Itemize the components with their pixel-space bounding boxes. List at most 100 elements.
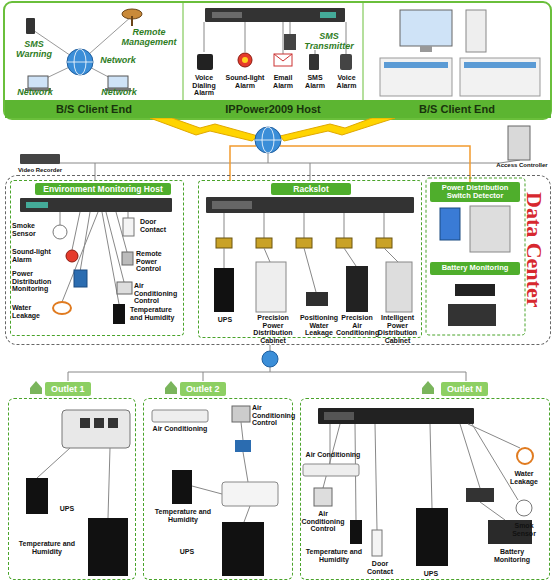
host-device [320,12,336,18]
caption-text: Access Controller [494,162,550,169]
phone-icon [26,18,35,34]
cabinet-icon [470,206,510,252]
caption-text: Air Conditioning [300,451,366,459]
device-caption: Remote Power Control [136,250,182,273]
caption-text: Network [10,88,60,98]
band-label: B/S Client End [363,100,551,118]
wire [480,502,505,520]
wire [384,213,385,238]
wire [264,213,265,238]
host-device [26,202,48,208]
module-icon [466,488,494,502]
band-label: Battery Monitoring [442,264,509,272]
battery-icon [448,304,496,326]
monitor-icon [420,46,432,52]
wire [68,372,466,381]
lightning [150,118,258,141]
caption-text: Smok Sensor [502,522,546,537]
caption-text: Sound-light Alarm [223,74,267,89]
phone-icon [309,54,319,70]
wire [304,213,305,238]
wire [108,448,110,518]
host-group: RackslotUPSPrecision Power Distribution … [198,180,422,338]
wire [268,152,269,163]
band-label: IPPower2009 Host [183,100,363,118]
caption-text: UPS [172,548,202,556]
device-caption: Door Contact [362,560,398,575]
caption-text: Air Conditioning Control [300,510,346,533]
dish-icon [131,16,133,26]
icon-caption: SMS Warning [6,40,62,60]
wire [37,448,70,478]
device-caption: Door Contact [140,218,182,233]
wire [241,422,243,440]
caption-text: Precision Power Distribution Cabinet [246,314,300,345]
outlet-box: Outlet 1Temperature and HumidityUPS [8,398,136,580]
caption-text: Temperature and Humidity [12,540,82,555]
monitor-device [74,270,87,287]
alarm-icon [242,57,248,63]
screen-shot [380,58,452,96]
host-device [20,198,172,212]
device-caption: Voice Dialing Alarm [186,74,222,97]
host-band: Power Distribution Switch Detector [430,182,520,202]
wire [468,424,520,448]
wire [60,212,61,226]
wire [310,163,311,181]
outlet-box: Outlet 2Air ConditioningAir Conditioning… [143,398,293,580]
house-icon [165,381,177,394]
rack-device [206,197,414,213]
module-icon [336,238,352,248]
port [108,418,118,428]
wire [264,248,270,262]
wire [192,486,222,494]
outlet-box: Outlet NAir ConditioningWater LeakageSmo… [300,398,550,580]
th-icon [26,478,48,514]
device-caption: Voice Alarm [331,74,362,89]
caption-text: Intelligent Power Distribution Cabinet [374,314,421,345]
caption-text: Precision Air Conditioning [336,314,378,337]
device-caption: Temperature and Humidity [12,540,82,555]
alarm-icon [66,250,78,262]
smoke-icon [516,500,532,516]
device-caption: Air Conditioning Control [252,404,292,427]
phone-icon [197,54,213,70]
laptop-icon [28,76,48,88]
door-icon [372,530,382,556]
host-device [205,8,345,22]
caption-text: Video Recorder [12,167,68,174]
device-caption: Battery Monitoring [484,548,540,563]
ac-control-icon [117,282,132,294]
wire [204,22,205,52]
caption-text: Voice Dialing Alarm [186,74,222,97]
battery-device [455,284,495,296]
caption-text: SMS Transmitter [298,32,360,52]
globe-icon [262,351,278,367]
icon-caption: Network [10,88,60,98]
screen-shot [384,62,448,68]
cabinet-icon [256,262,286,312]
water-icon [517,448,533,464]
laptop-icon [108,76,128,88]
band-label: Power Distribution Switch Detector [430,184,520,201]
device-caption: Sound-light Alarm [12,248,62,263]
screen-shot [460,58,540,96]
caption-text: Door Contact [140,218,182,233]
globe-icon [255,127,281,153]
caption-text: Temperature and Humidity [298,548,370,563]
transmitter-icon [284,34,296,50]
alarm-icon [238,53,252,67]
group-heading: Rackslot [271,183,351,195]
th-icon [172,470,192,504]
door-icon [123,218,134,236]
host-group: Environment Monitoring HostSmoke SensorD… [10,180,184,336]
top-panel [4,2,551,119]
speaker-icon [340,54,352,70]
caption-text: UPS [210,316,240,324]
pc-icon [466,10,486,52]
device-caption: Precision Air Conditioning [336,314,378,337]
band-label: B/S Client End [5,100,183,118]
section-panel: B/S Client EndSMS WarningRemote Manageme… [5,3,183,118]
email-icon [274,54,292,61]
